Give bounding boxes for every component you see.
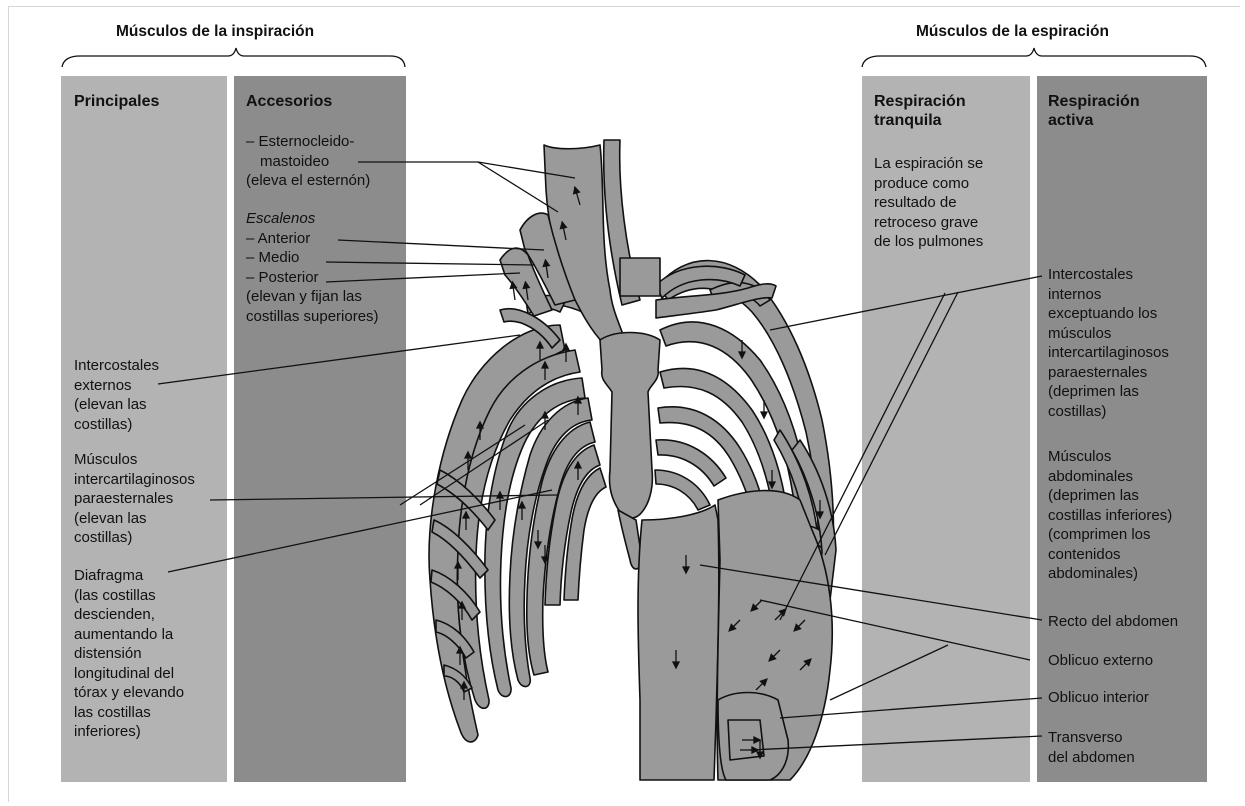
label-line: (elevan las	[74, 395, 159, 415]
label-line: abdominales	[1048, 467, 1172, 487]
label-line: (comprimen los	[1048, 525, 1172, 545]
label-line: Músculos	[74, 450, 195, 470]
label-line: Transverso	[1048, 728, 1135, 748]
label-escalenos: Escalenos – Anterior – Medio – Posterior…	[246, 209, 379, 326]
label-line: (las costillas	[74, 586, 184, 606]
label-oblicuo-interior: Oblicuo interior	[1048, 688, 1149, 708]
label-line: (elevan y fijan las	[246, 287, 379, 307]
label-line: externos	[74, 376, 159, 396]
label-line: exceptuando los	[1048, 304, 1169, 324]
label-line: contenidos	[1048, 545, 1172, 565]
label-line: abdominales)	[1048, 564, 1172, 584]
label-esternocleidomastoideo: – Esternocleido- mastoideo (eleva el est…	[246, 132, 370, 191]
label-line: produce como	[874, 174, 983, 194]
label-intercostales-externos: Intercostales externos (elevan las costi…	[74, 356, 159, 434]
label-musculos-abdominales: Músculos abdominales (deprimen las costi…	[1048, 447, 1172, 584]
label-line: costillas inferiores)	[1048, 506, 1172, 526]
header-line: tranquila	[874, 111, 966, 130]
label-line: internos	[1048, 285, 1169, 305]
label-line: Diafragma	[74, 566, 184, 586]
label-line: paraesternales	[74, 489, 195, 509]
header-principales: Principales	[74, 92, 159, 111]
label-line: – Anterior	[246, 229, 379, 249]
label-line: (eleva el esternón)	[246, 171, 370, 191]
label-line: intercartilaginosos	[74, 470, 195, 490]
label-oblicuo-externo: Oblicuo externo	[1048, 651, 1153, 671]
label-diafragma: Diafragma (las costillas descienden, aum…	[74, 566, 184, 742]
abdominal-wall	[638, 491, 832, 780]
label-line: del abdomen	[1048, 748, 1135, 768]
label-line: tórax y elevando	[74, 683, 184, 703]
label-line: (deprimen las	[1048, 486, 1172, 506]
label-line: Intercostales	[74, 356, 159, 376]
label-line: resultado de	[874, 193, 983, 213]
label-line: costillas)	[74, 528, 195, 548]
label-line: paraesternales	[1048, 363, 1169, 383]
label-recto-del-abdomen: Recto del abdomen	[1048, 612, 1178, 632]
label-line: – Posterior	[246, 268, 379, 288]
label-line: de los pulmones	[874, 232, 983, 252]
label-line: las costillas	[74, 703, 184, 723]
label-intercartilaginosos: Músculos intercartilaginosos paraesterna…	[74, 450, 195, 548]
inspiration-brace	[62, 48, 405, 67]
label-line: (elevan las	[74, 509, 195, 529]
label-line: costillas)	[74, 415, 159, 435]
label-line: Intercostales	[1048, 265, 1169, 285]
label-line: descienden,	[74, 605, 184, 625]
header-line: activa	[1048, 111, 1140, 130]
label-line: intercartilaginosos	[1048, 343, 1169, 363]
label-line: – Esternocleido-	[246, 132, 370, 152]
label-espiracion-pasiva: La espiración se produce como resultado …	[874, 154, 983, 252]
expiration-brace	[862, 48, 1206, 67]
label-line: distensión	[74, 644, 184, 664]
label-line: – Medio	[246, 248, 379, 268]
label-line: músculos	[1048, 324, 1169, 344]
label-transverso-del-abdomen: Transverso del abdomen	[1048, 728, 1135, 767]
muscle-arrowhead	[761, 412, 767, 418]
label-line: La espiración se	[874, 154, 983, 174]
inspiration-group-title: Músculos de la inspiración	[116, 23, 314, 41]
header-line: Respiración	[874, 92, 966, 111]
header-accesorios: Accesorios	[246, 92, 332, 111]
label-escalenos-title: Escalenos	[246, 209, 379, 229]
header-respiracion-activa: Respiración activa	[1048, 92, 1140, 130]
label-line: (deprimen las	[1048, 382, 1169, 402]
label-intercostales-internos: Intercostales internos exceptuando los m…	[1048, 265, 1169, 421]
header-line: Respiración	[1048, 92, 1140, 111]
label-line: mastoideo	[246, 152, 370, 172]
label-line: costillas superiores)	[246, 307, 379, 327]
expiration-group-title: Músculos de la espiración	[916, 23, 1109, 41]
label-line: retroceso grave	[874, 213, 983, 233]
label-line: costillas)	[1048, 402, 1169, 422]
label-line: Músculos	[1048, 447, 1172, 467]
left-rib-cage	[429, 325, 606, 742]
header-respiracion-tranquila: Respiración tranquila	[874, 92, 966, 130]
label-line: inferiores)	[74, 722, 184, 742]
label-line: aumentando la	[74, 625, 184, 645]
label-line: longitudinal del	[74, 664, 184, 684]
